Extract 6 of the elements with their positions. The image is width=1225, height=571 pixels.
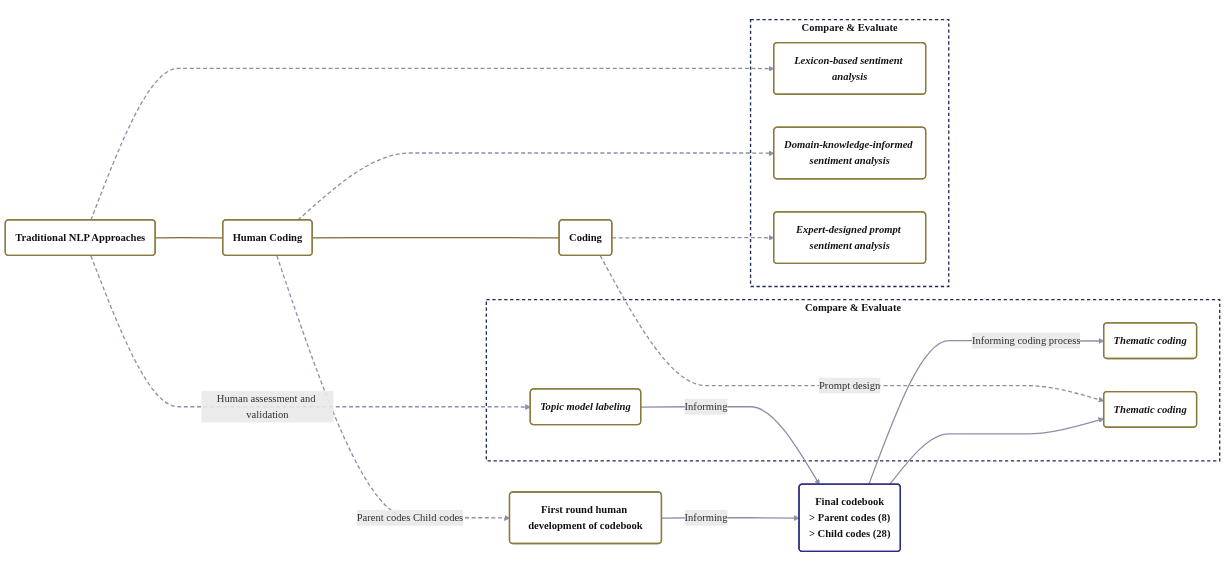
edge-label: Informing	[684, 511, 728, 524]
edge-label: Prompt design	[818, 379, 881, 391]
edge-label: Informing	[684, 400, 728, 413]
edge-label: Informing coding process	[971, 334, 1081, 346]
edge-label: Parent codes Child codes	[356, 511, 464, 524]
edge-label: Human assessment and validation	[216, 392, 316, 420]
